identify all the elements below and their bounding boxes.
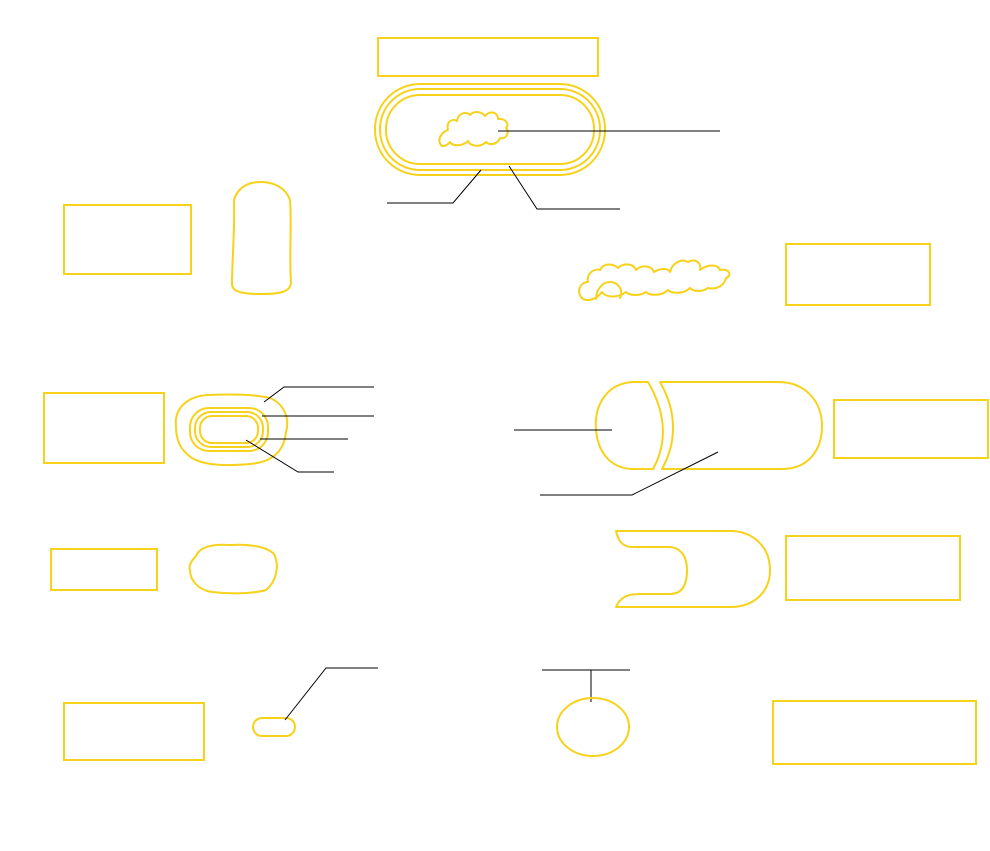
u-shaped-cell-outline	[615, 530, 771, 608]
irregular-cell-outline	[188, 543, 278, 595]
leader-division-cell	[540, 451, 719, 496]
small-rod-cell	[252, 717, 296, 737]
label-box-top[interactable]	[377, 37, 599, 77]
rod-cell-outline	[231, 181, 292, 295]
label-box-rod[interactable]	[63, 204, 192, 275]
daughter-cell-right	[659, 381, 823, 470]
label-box-small-rod[interactable]	[63, 702, 205, 761]
leader-cytoplasm	[245, 439, 334, 473]
daughter-cell-left	[594, 381, 664, 470]
coccus-cell	[556, 697, 630, 757]
label-box-capsule[interactable]	[43, 392, 165, 464]
cell-inner-layer	[385, 94, 595, 165]
nucleoid-isolated	[578, 259, 731, 301]
cell-wall-inner	[199, 415, 259, 444]
cell-wall-outer	[189, 407, 269, 452]
bacterial-cell-whole	[374, 83, 606, 176]
capsulated-cell	[174, 393, 289, 467]
nucleoid-loop	[595, 281, 623, 300]
cell-middle-layer	[379, 88, 601, 171]
leader-cell-wall-left	[387, 169, 482, 204]
cell-wall-middle	[194, 411, 264, 448]
leader-cell-wall-right	[508, 165, 620, 210]
dividing-cell	[594, 381, 823, 470]
label-box-irregular[interactable]	[50, 548, 158, 591]
label-box-coccus[interactable]	[772, 700, 977, 765]
capsule-outline	[174, 393, 289, 467]
label-box-dividing[interactable]	[833, 399, 989, 459]
leader-capsule	[263, 386, 374, 403]
leader-small-rod	[284, 667, 378, 721]
label-box-nucleoid[interactable]	[785, 243, 931, 306]
cell-outer-layer	[374, 83, 606, 176]
label-box-u-shape[interactable]	[785, 535, 961, 601]
nucleoid-small	[438, 111, 509, 147]
